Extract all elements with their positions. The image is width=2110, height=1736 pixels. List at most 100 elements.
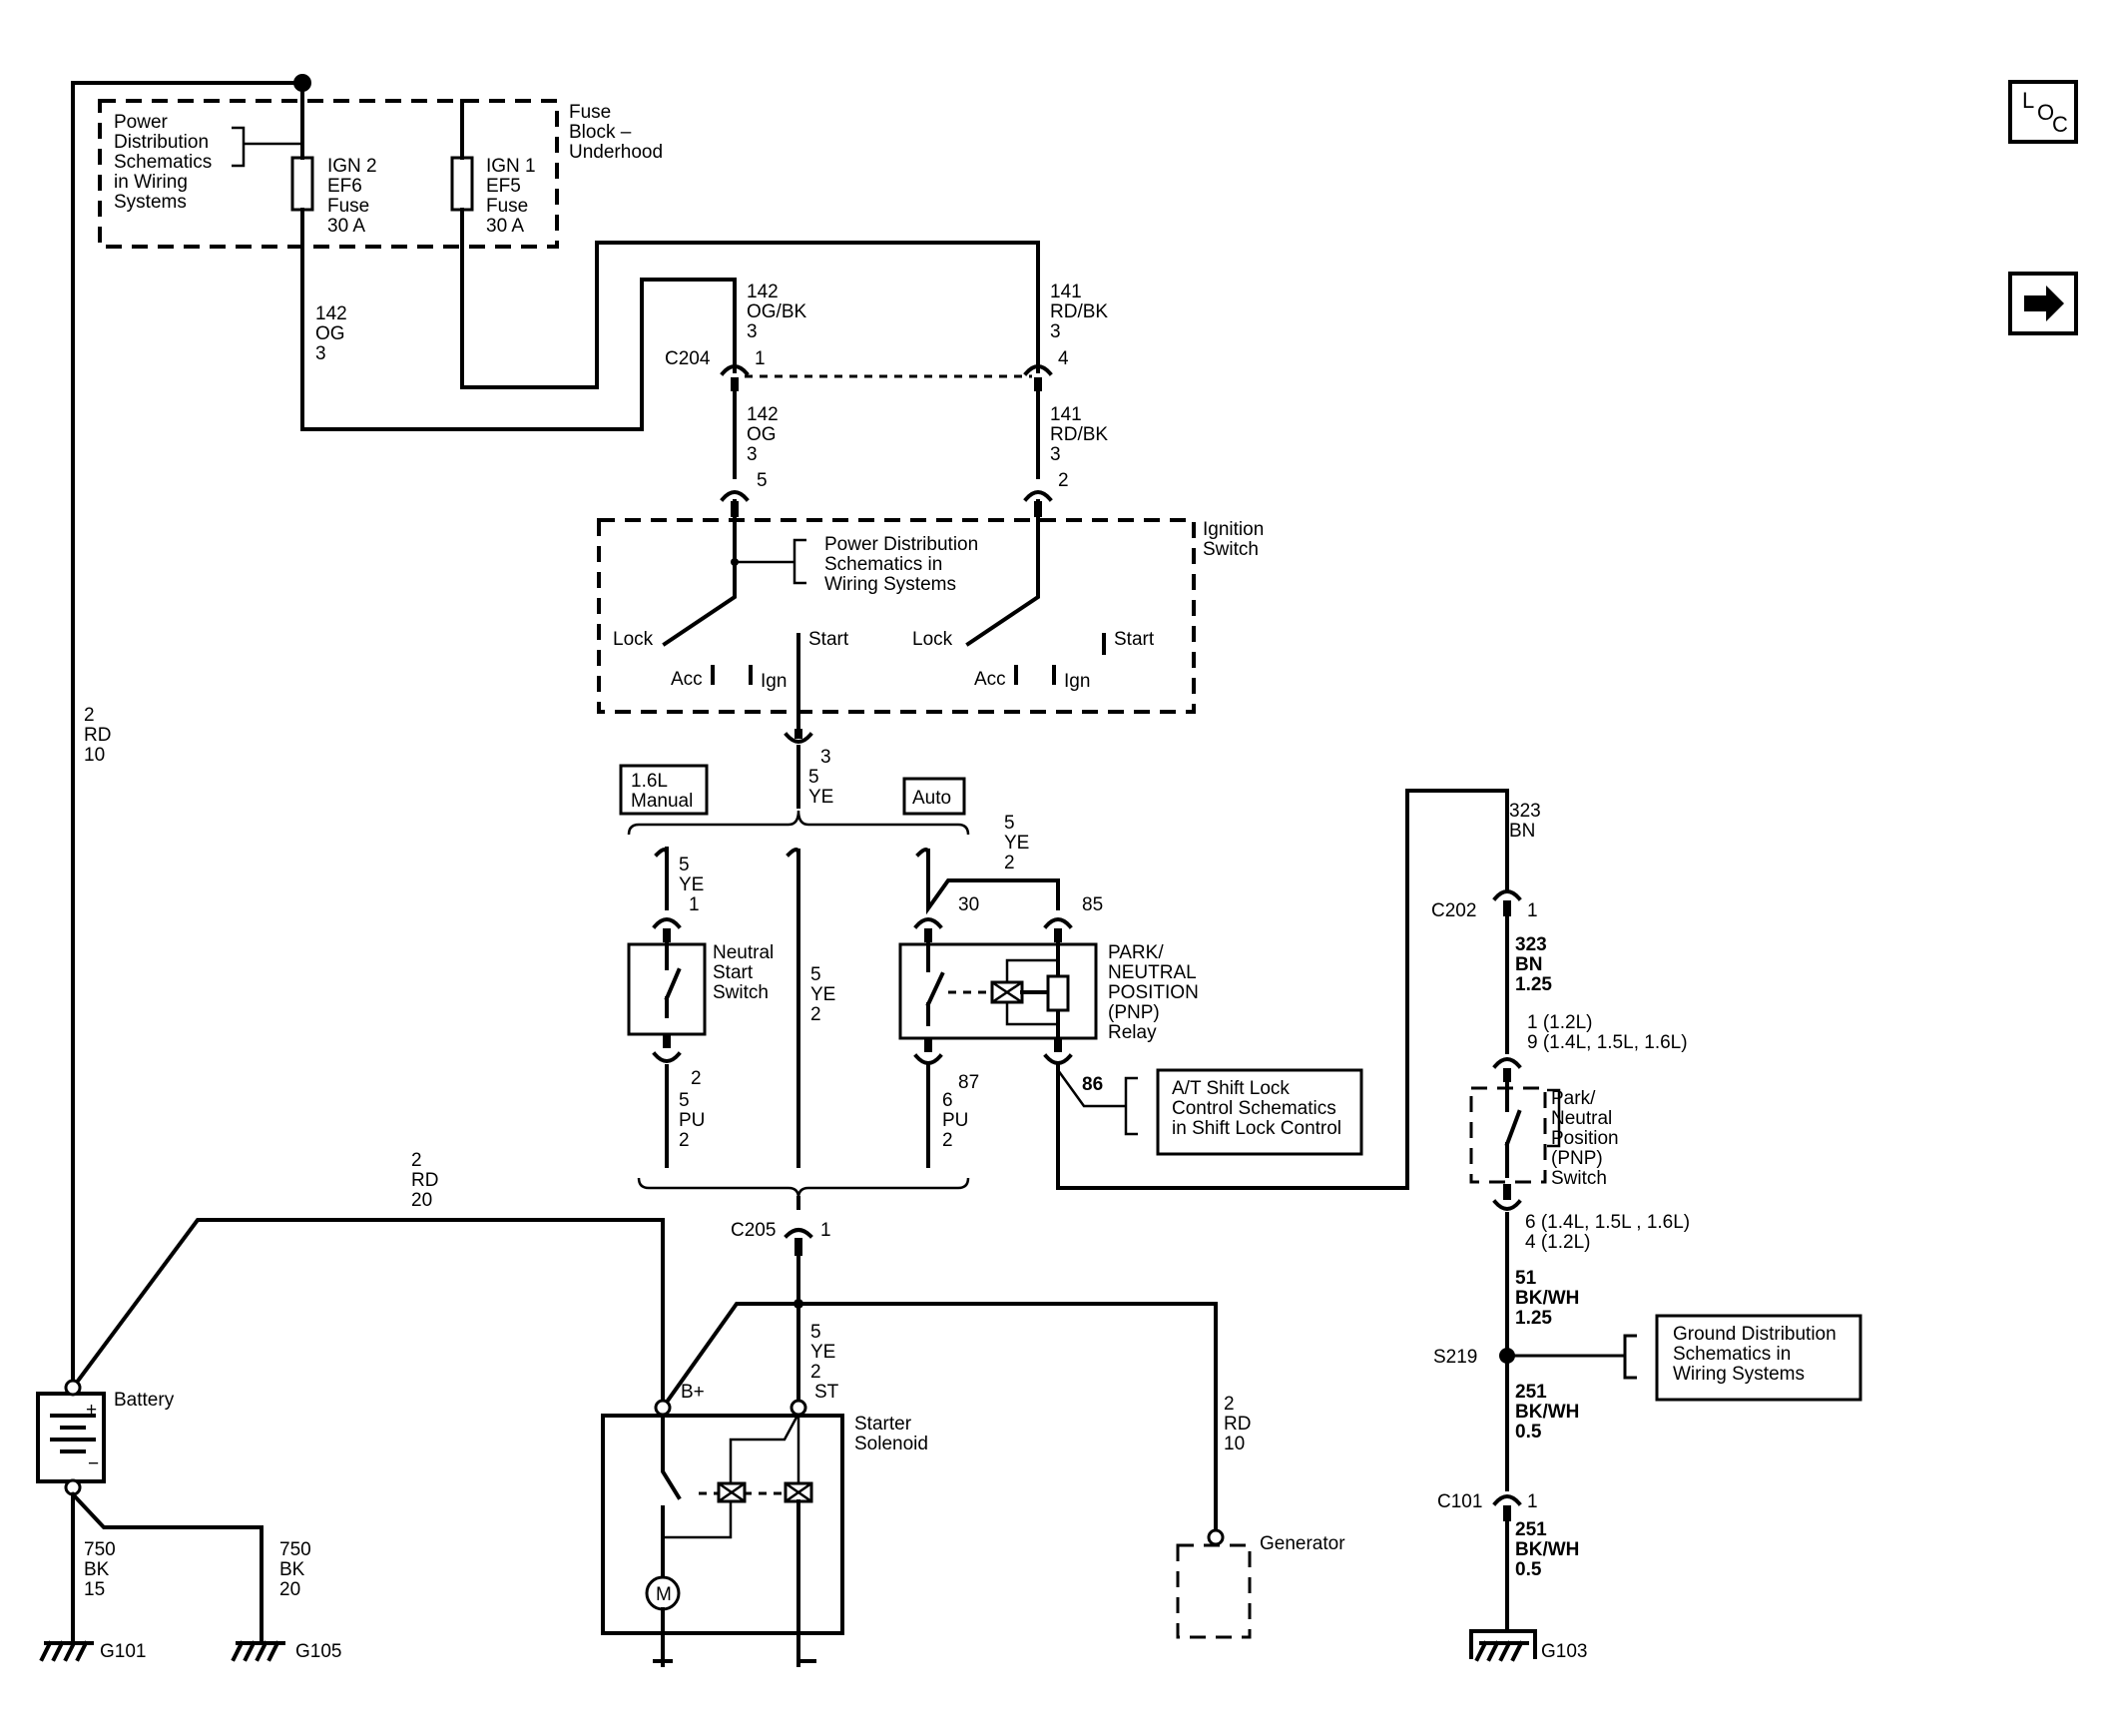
ignition-b-ign: Ign xyxy=(1064,671,1090,692)
ignition-input-connectors: 5 2 xyxy=(720,470,1069,517)
svg-text:G105: G105 xyxy=(295,1641,341,1662)
loc-button[interactable]: L O C xyxy=(2008,80,2078,144)
pnp-switch-bottom-pins: 6 (1.4L, 1.5L , 1.6L) 4 (1.2L) xyxy=(1525,1212,1695,1253)
ignition-b-acc: Acc xyxy=(974,669,1006,690)
svg-text:G103: G103 xyxy=(1541,1641,1587,1662)
wire-label-51-bkwh: 51 BK/WH 1.25 xyxy=(1515,1268,1585,1329)
ign1-fuse-label: IGN 1 EF5 Fuse 30 A xyxy=(486,156,541,237)
wiring xyxy=(71,74,1040,1390)
starter-st-terminal: ST xyxy=(814,1382,839,1403)
neutral-switch-pin-2: 2 xyxy=(691,1068,702,1089)
harness-brace-upper xyxy=(627,810,970,836)
starter-solenoid-title: Starter Solenoid xyxy=(854,1414,928,1454)
pnp-switch-title: Park/ Neutral Position (PNP) Switch xyxy=(1551,1088,1624,1189)
neutral-start-switch-branch: 5 YE 1 Neutral Start Switch 2 5 PU 2 xyxy=(627,847,780,1168)
ignition-switch-title: Ignition Switch xyxy=(1203,519,1270,560)
wire-label-5-ye-2-solenoid: 5 YE 2 xyxy=(810,1322,841,1383)
fuse-block-title: Fuse Block – Underhood xyxy=(569,102,663,163)
ignition-a-lock: Lock xyxy=(613,629,654,650)
wire-label-5-ye-1: 5 YE 1 xyxy=(679,855,710,915)
power-distribution-reference[interactable]: Power Distribution Schematics in Wiring … xyxy=(114,112,217,213)
ignition-pin-5: 5 xyxy=(757,470,768,491)
ignition-b-lock: Lock xyxy=(912,629,953,650)
ign2-fuse-label: IGN 2 EF6 Fuse 30 A xyxy=(327,156,382,237)
ignition-switch: Ignition Switch Power Distribution Schem… xyxy=(597,518,1270,731)
loc-letter-c: C xyxy=(2052,112,2068,137)
relay-pin-30: 30 xyxy=(958,894,979,915)
s219-label: S219 xyxy=(1433,1347,1477,1368)
relay-pin-87: 87 xyxy=(958,1072,979,1093)
battery-plus-sign: + xyxy=(86,1400,97,1421)
svg-text:Auto: Auto xyxy=(912,788,951,809)
ground-g101: G101 xyxy=(39,1640,146,1662)
wire-label-5-ye-2-relay: 5 YE 2 xyxy=(1004,813,1035,873)
ign2-ef6-fuse xyxy=(290,156,314,212)
ignition-b-start: Start xyxy=(1114,629,1155,650)
wire-label-251-bkwh-lower: 251 BK/WH 0.5 xyxy=(1515,1519,1585,1580)
wire-label-2-rd-10-generator: 2 RD 10 xyxy=(1224,1394,1257,1454)
pnp-switch-top-pins: 1 (1.2L) 9 (1.4L, 1.5L, 1.6L) xyxy=(1527,1012,1688,1053)
c204-pin-4: 4 xyxy=(1058,348,1069,369)
wire-rd-10-generator xyxy=(660,1302,1218,1541)
ignition-pin-2: 2 xyxy=(1058,470,1069,491)
c205-label: C205 xyxy=(731,1220,776,1241)
relay-pin-86: 86 xyxy=(1082,1074,1103,1095)
starter-solenoid: B+ ST Starter Solenoid M xyxy=(601,1382,928,1667)
c204-label: C204 xyxy=(665,348,711,369)
c205-pin-1: 1 xyxy=(820,1220,831,1241)
pnp-relay-title: PARK/ NEUTRAL POSITION (PNP) Relay xyxy=(1108,942,1204,1043)
c204-pin-1: 1 xyxy=(755,348,766,369)
wire-label-142-ogbk: 142 OG/BK 3 xyxy=(747,282,811,342)
ignition-a-acc: Acc xyxy=(671,669,703,690)
center-ye-branch: 5 YE 2 xyxy=(786,848,841,1168)
wire-label-142-og: 142 OG 3 xyxy=(315,303,352,364)
option-1-6l-manual: 1.6L Manual xyxy=(619,764,709,816)
relay-pin-85: 85 xyxy=(1082,894,1103,915)
wire-rd-20 xyxy=(70,1218,665,1410)
pnp-relay-branch: 5 YE 2 30 85 PARK/ NEUTRAL POSITION (PNP… xyxy=(898,789,1509,1190)
c202-label: C202 xyxy=(1431,900,1476,921)
starter-bplus-terminal: B+ xyxy=(681,1382,705,1403)
wire-label-2-rd-20: 2 RD 20 xyxy=(411,1150,444,1211)
loc-letter-l: L xyxy=(2022,88,2035,113)
shift-lock-reference[interactable]: A/T Shift Lock Control Schematics in Shi… xyxy=(1156,1068,1363,1156)
wire-label-141-rdbk: 141 RD/BK 3 xyxy=(1050,282,1113,342)
c204-connector: C204 1 4 xyxy=(665,348,1069,391)
next-page-button[interactable] xyxy=(2008,272,2078,335)
wire-label-323-bn-1-25: 323 BN 1.25 xyxy=(1515,934,1552,995)
pnp-switch-branch: 323 BN C202 1 323 BN 1.25 1 (1.2L) 9 (1.… xyxy=(1431,801,1695,1633)
wire-label-battery-rd10: 2 RD 10 xyxy=(84,705,117,766)
wire-label-5-pu-2: 5 PU 2 xyxy=(679,1090,711,1151)
shift-lock-reference-text: A/T Shift Lock Control Schematics in Shi… xyxy=(1172,1078,1341,1139)
ignition-a-ign: Ign xyxy=(761,671,787,692)
wire-label-251-bkwh-upper: 251 BK/WH 0.5 xyxy=(1515,1382,1585,1443)
battery-label: Battery xyxy=(114,1390,175,1411)
wire-label-141-rdbk-lower: 141 RD/BK 3 xyxy=(1050,404,1113,465)
ignition-power-distribution-reference[interactable]: Power Distribution Schematics in Wiring … xyxy=(824,534,983,595)
c101-label: C101 xyxy=(1437,1491,1482,1512)
wire-label-5-ye-trunk: 5 YE xyxy=(808,767,833,808)
ground-distribution-reference-text: Ground Distribution Schematics in Wiring… xyxy=(1673,1324,1842,1385)
wire-label-323-bn: 323 BN xyxy=(1509,801,1546,842)
svg-text:Manual: Manual xyxy=(631,791,693,812)
arrow-right-icon xyxy=(2024,286,2064,321)
wire-label-5-ye-2-center: 5 YE 2 xyxy=(810,964,841,1025)
battery-ground-wires xyxy=(70,1491,264,1645)
wire-label-750-bk-15: 750 BK 15 xyxy=(84,1539,121,1600)
loc-letter-o: O xyxy=(2037,100,2055,125)
harness-brace-lower xyxy=(637,1177,970,1199)
fuse-block-underhood: Fuse Block – Underhood Power Distributio… xyxy=(98,99,663,249)
ground-g103: G103 xyxy=(1469,1629,1587,1662)
ignition-a-start: Start xyxy=(808,629,849,650)
battery: + − Battery xyxy=(36,1379,175,1496)
generator-label: Generator xyxy=(1260,1533,1345,1554)
ignition-pin-3: 3 xyxy=(820,747,831,768)
c101-pin-1: 1 xyxy=(1527,1491,1538,1512)
starter-motor-icon: M xyxy=(656,1584,672,1605)
ground-distribution-reference[interactable]: Ground Distribution Schematics in Wiring… xyxy=(1655,1314,1862,1402)
wire-label-142-og-lower: 142 OG 3 xyxy=(747,404,784,465)
ground-g105: G105 xyxy=(231,1640,341,1662)
option-auto: Auto xyxy=(902,777,966,816)
neutral-start-switch-label: Neutral Start Switch xyxy=(713,942,780,1003)
wire-label-750-bk-20: 750 BK 20 xyxy=(279,1539,316,1600)
